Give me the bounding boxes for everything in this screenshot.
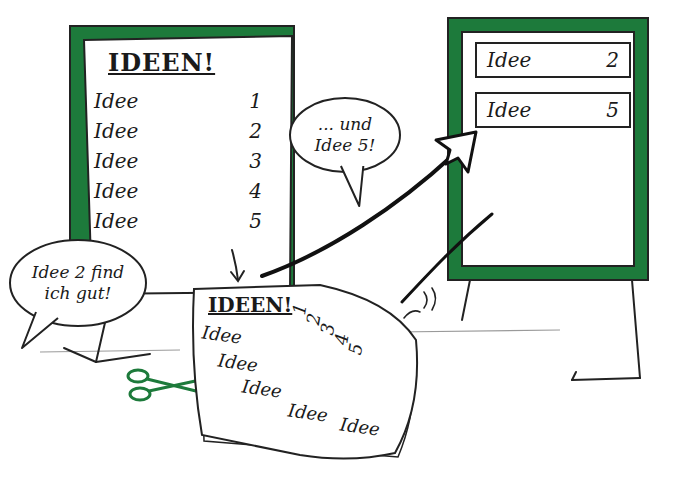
scissors	[128, 370, 148, 382]
card-text: Idee	[487, 48, 531, 72]
speech-text: Idee 2 find ich gut!	[28, 262, 128, 304]
cut-sheet: IDEEN!Idee1Idee2Idee3Idee4Idee5	[190, 285, 420, 460]
idea-text: Idee	[94, 119, 249, 143]
bubble-outline	[290, 98, 400, 172]
big-arrow	[402, 214, 492, 302]
right-flipchart-legs	[462, 280, 470, 320]
bubble-tail	[22, 312, 58, 348]
arrow-head	[436, 132, 476, 172]
card-text: Idee	[487, 98, 531, 122]
idea-text: Idee	[94, 179, 249, 203]
left-flipchart-legs	[64, 348, 96, 362]
bubble-tail	[341, 166, 363, 206]
sheet-outline	[193, 285, 417, 459]
card-number: 5	[606, 98, 619, 122]
right-flipchart-legs	[632, 280, 640, 378]
idea-text: Idee	[94, 209, 249, 233]
idea-card: Idee 5	[475, 92, 631, 128]
down-arrow	[231, 271, 244, 281]
motion-marks	[424, 292, 427, 308]
idea-text: Idee	[94, 149, 249, 173]
right-flipchart-legs	[462, 280, 640, 380]
scissors	[147, 379, 200, 392]
right-flipchart-board	[448, 18, 648, 280]
speech-bubble: Idee 2 find ich gut!	[8, 238, 148, 328]
scissors	[130, 388, 150, 400]
idea-list: Idee1Idee2Idee3Idee4Idee5	[88, 89, 284, 233]
floor-line	[40, 350, 180, 352]
right-flipchart-legs	[572, 378, 640, 380]
right-flipchart-board	[462, 32, 634, 266]
speech-text: ... und Idee 5!	[303, 114, 387, 156]
left-flipchart-legs	[96, 354, 150, 362]
idea-text: Idee	[94, 89, 249, 113]
right-flipchart-legs	[572, 372, 576, 380]
motion-marks	[404, 311, 420, 318]
idea-number: 1	[249, 89, 262, 113]
motion-marks	[404, 288, 436, 318]
chart-heading: IDEEN!	[108, 48, 215, 77]
bubble-outline	[10, 240, 146, 326]
scissors	[128, 370, 200, 400]
flipchart-sheet: IDEEN!Idee1Idee2Idee3Idee4Idee5	[88, 48, 284, 248]
down-arrow	[231, 250, 244, 281]
idea-number: 2	[249, 119, 262, 143]
speech-bubble: ... und Idee 5!	[288, 96, 402, 174]
idea-number: 5	[249, 209, 262, 233]
right-flipchart-board	[448, 18, 648, 280]
scissors	[149, 380, 200, 391]
big-arrow	[262, 156, 492, 302]
motion-marks	[432, 288, 436, 310]
sheet-heading: IDEEN!	[208, 293, 292, 317]
idea-number: 4	[249, 179, 262, 203]
arrow-head	[436, 132, 476, 172]
idea-card: Idee 2	[475, 42, 631, 78]
floor-line	[395, 330, 560, 332]
card-number: 2	[606, 48, 619, 72]
big-arrow	[262, 156, 452, 276]
idea-number: 3	[249, 149, 262, 173]
